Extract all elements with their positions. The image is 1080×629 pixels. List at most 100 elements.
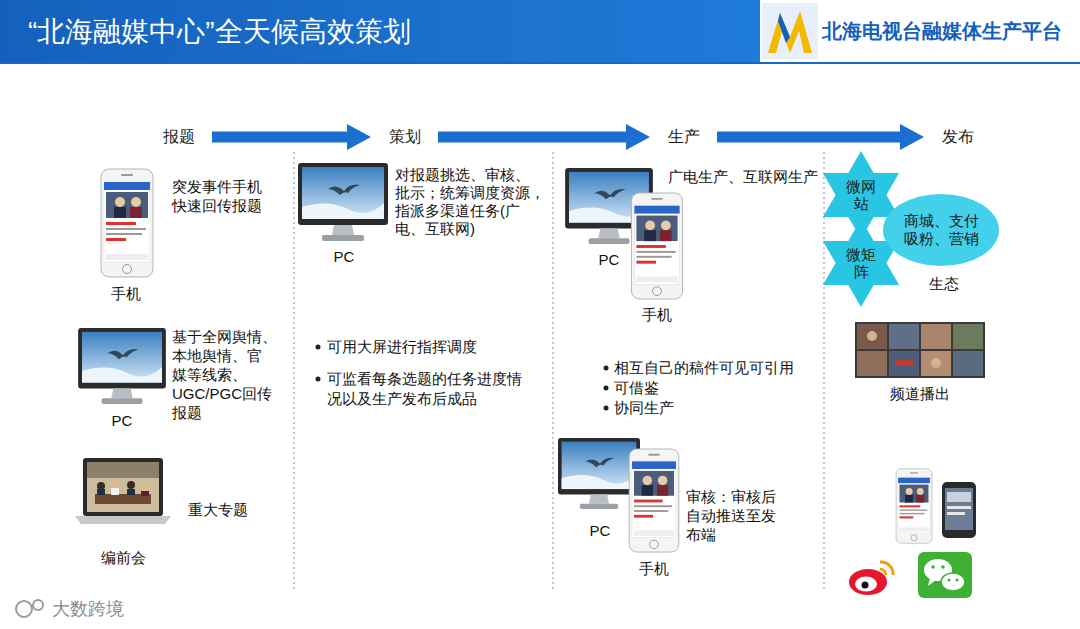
weibo-icon (880, 562, 893, 575)
device-label: 编前会 (78, 548, 168, 568)
stage-label: 发布 (938, 125, 978, 149)
meeting-laptop (111, 488, 119, 495)
publish-phones (945, 488, 973, 530)
bullet-text: 可用大屏进行指挥调度 (327, 337, 477, 357)
column-divider (823, 152, 824, 592)
device-note: 重大专题 (188, 500, 248, 520)
video-wall (867, 331, 877, 341)
bullet-dot (316, 377, 321, 382)
node-text: 生产 (668, 127, 700, 147)
watermark-icon (16, 600, 43, 617)
bullet-dot (604, 386, 609, 391)
header-band (760, 0, 1080, 62)
meeting-laptop (111, 480, 119, 488)
meeting-laptop (87, 462, 159, 512)
logo-text: 北海电视台融媒体生产平台 (822, 18, 1062, 44)
video-wall (953, 351, 983, 376)
device-label: 频道播出 (870, 384, 970, 404)
phone-icon (629, 449, 679, 552)
column-divider (293, 152, 294, 592)
wechat-icon (928, 578, 936, 586)
publish-phones (947, 506, 971, 509)
logo-mark (762, 3, 818, 59)
weibo-icon (845, 552, 900, 598)
video-wall (857, 324, 887, 349)
video-wall (895, 360, 913, 366)
publish-phones (896, 469, 932, 544)
device-note: 广电生产、互联网生产 (668, 167, 818, 187)
pc-icon (558, 438, 640, 509)
wechat-icon (948, 579, 951, 582)
weibo-icon (862, 582, 869, 589)
device-label: 手机 (96, 284, 156, 304)
meeting-laptop (141, 491, 149, 496)
bullet-text: 可借鉴 (614, 378, 659, 398)
flow-arrow (438, 132, 627, 143)
wechat-icon (941, 573, 965, 591)
header-band (0, 62, 1080, 64)
device-label: PC (78, 411, 166, 431)
meeting-laptop (75, 516, 171, 524)
group-label: 生态 (914, 274, 974, 294)
wechat-icon (956, 579, 959, 582)
meeting-laptop (75, 458, 171, 524)
wechat-icon (918, 552, 972, 598)
device-note: 审核：审核后 自动推送至发 布端 (686, 487, 786, 544)
meeting-laptop (83, 458, 163, 516)
ellipse-fill (883, 194, 999, 266)
video-wall (921, 324, 951, 349)
video-wall (953, 324, 983, 349)
node-text: 发布 (942, 127, 974, 147)
device-note: 突发事件手机 快速回传报题 (172, 177, 290, 215)
video-wall (931, 358, 941, 368)
bullet-dot (604, 406, 609, 411)
bullet-dot (316, 345, 321, 350)
pc-icon (298, 163, 388, 241)
publish-phones (896, 469, 976, 544)
stage-label: 策划 (385, 125, 425, 149)
ecosystem-ellipse: 商城、支付 吸粉、营销 (882, 193, 1000, 267)
publish-phones (942, 482, 976, 538)
logo-mark (768, 11, 812, 53)
column-divider (294, 152, 824, 592)
video-wall (889, 324, 919, 349)
stage-label: 报题 (159, 125, 199, 149)
wechat-icon (918, 552, 972, 598)
device-label: PC (300, 247, 388, 267)
node-text: 微网 站 (841, 178, 881, 212)
node-text: 报题 (163, 127, 195, 147)
column-divider (552, 152, 553, 592)
meeting-laptop (141, 483, 149, 491)
meeting-laptop (97, 489, 105, 495)
flow-arrow (717, 132, 901, 143)
weibo-icon (845, 552, 900, 598)
device-note: 基于全网舆情、 本地舆情、官 媒等线索、 UGC/PGC回传 报题 (172, 327, 290, 422)
watermark-icon (33, 600, 43, 610)
weibo-icon (855, 577, 877, 592)
device-label: PC (579, 521, 621, 541)
pc-icon (78, 328, 166, 404)
device-label: 手机 (624, 559, 684, 579)
bullet-text: 相互自己的稿件可见可引用 (614, 358, 794, 378)
node-text: 策划 (389, 127, 421, 147)
node-text: 微矩 阵 (841, 246, 881, 280)
logo-mark (762, 3, 818, 59)
watermark: 大数跨境 (52, 597, 124, 621)
video-wall (921, 351, 951, 376)
phone-icon (101, 169, 153, 277)
meeting-laptop (87, 462, 159, 478)
weibo-icon (880, 569, 886, 575)
logo-mark (778, 13, 790, 43)
video-wall (855, 322, 985, 378)
video-wall (855, 322, 985, 378)
bullet-text: 可监看每条选题的任务进度情 况以及生产发布后成品 (327, 369, 545, 409)
meeting-laptop (127, 489, 135, 495)
device-label: 手机 (627, 305, 687, 325)
device-label: PC (588, 250, 630, 270)
bullet-text: 协同生产 (614, 398, 674, 418)
header-band (0, 0, 760, 62)
